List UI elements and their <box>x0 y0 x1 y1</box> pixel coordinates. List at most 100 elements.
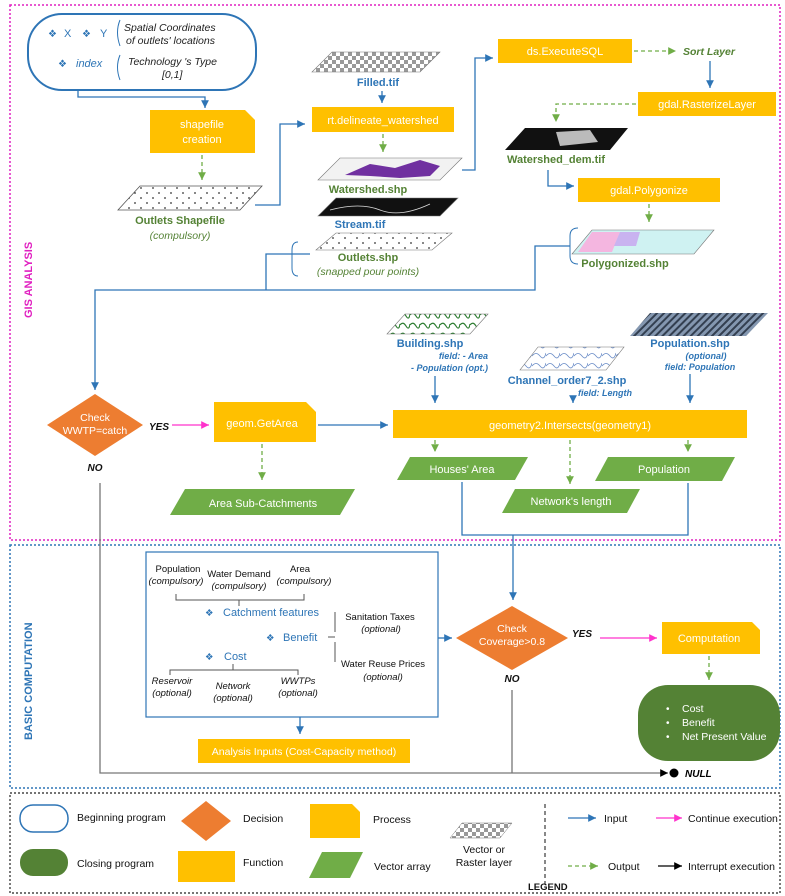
area-sub-catchments-vector <box>170 489 355 515</box>
legend-function-icon <box>178 851 235 882</box>
no-label: NO <box>505 674 520 685</box>
output-benefit: Benefit <box>682 717 715 729</box>
coords-label-1: Spatial Coordinates <box>124 22 216 34</box>
reservoir-input: Reservoir <box>152 676 193 687</box>
tech-type-label-2: [0,1] <box>161 69 184 81</box>
delineate-label: rt.delineate_watershed <box>327 115 438 127</box>
outlets-snapped-layer <box>315 232 453 251</box>
population-field: field: Population <box>665 362 736 372</box>
shapefile-creation-label: shapefile <box>180 119 224 131</box>
basic-computation-section <box>9 544 781 789</box>
optional-note: (optional) <box>213 693 253 704</box>
population-vector <box>595 457 735 481</box>
bullet-icon: ❖ <box>48 29 57 40</box>
legend-closing-label: Closing program <box>77 858 154 870</box>
rasterize-label: gdal.RasterizeLayer <box>658 99 756 111</box>
watershed-shp-label: Watershed.shp <box>329 184 408 196</box>
execute-sql-function <box>498 39 632 63</box>
gis-analysis-section <box>9 4 781 541</box>
compulsory-note: (compulsory) <box>277 576 332 587</box>
channel-layer <box>519 346 625 371</box>
output-cost: Cost <box>682 703 704 715</box>
computation-label: Computation <box>678 633 740 645</box>
shapefile-creation-process <box>150 110 255 153</box>
rasterize-function <box>638 92 776 116</box>
legend-beginning-icon <box>19 804 69 833</box>
legend-interrupt-label: Interrupt execution <box>688 861 775 873</box>
yes-label: YES <box>572 629 592 640</box>
network-input: Network <box>216 681 252 692</box>
optional-note: (optional) <box>278 688 318 699</box>
compulsory-note: (compulsory) <box>149 576 204 587</box>
shapefile-creation-label: creation <box>182 134 221 146</box>
coords-label-2: of outlets' locations <box>126 35 216 47</box>
beginning-program <box>27 13 257 91</box>
houses-area-vector <box>397 457 528 480</box>
basic-inputs-box <box>145 551 439 718</box>
compulsory-note: (compulsory) <box>212 581 267 592</box>
channel-field: field: Length <box>578 388 632 398</box>
water-demand-input: Water Demand <box>207 569 271 580</box>
water-reuse-prices: Water Reuse Prices <box>341 659 425 670</box>
basic-section-label: BASIC COMPUTATION <box>23 622 35 740</box>
legend-vector-label: Vector array <box>374 861 431 873</box>
population-shp-label: Population.shp <box>650 338 730 350</box>
population-input: Population <box>156 564 201 575</box>
legend-vector-icon <box>309 852 363 878</box>
sanitation-taxes: Sanitation Taxes <box>345 612 415 623</box>
optional-note: (optional) <box>152 688 192 699</box>
bullet-dot: • <box>666 718 670 729</box>
legend-beginning-label: Beginning program <box>77 812 166 824</box>
legend-title: LEGEND <box>528 882 568 893</box>
legend-layer-icon <box>449 822 513 839</box>
check-coverage-decision <box>456 606 568 670</box>
intersects-function <box>393 410 747 438</box>
get-area-process <box>214 402 316 442</box>
cost-label: Cost <box>224 651 247 663</box>
check-coverage-label: Check <box>497 623 528 635</box>
population-layer <box>630 313 768 336</box>
legend-frame <box>9 792 781 894</box>
houses-area-label: Houses' Area <box>429 464 495 476</box>
sort-layer-label: Sort Layer <box>683 46 736 58</box>
gis-section-label: GIS ANALYSIS <box>23 242 35 318</box>
building-field-1: field: - Area <box>439 351 488 361</box>
building-field-2: - Population (opt.) <box>411 363 488 373</box>
area-sub-label: Area Sub-Catchments <box>209 498 318 510</box>
output-npv: Net Present Value <box>682 731 767 743</box>
network-length-vector <box>502 489 640 513</box>
analysis-inputs-function <box>198 739 410 763</box>
legend-process-icon <box>310 804 360 838</box>
legend-closing-icon <box>20 849 68 876</box>
legend-function-label: Function <box>243 857 283 869</box>
wwtps-input: WWTPs <box>281 676 316 687</box>
stream-layer <box>317 197 459 217</box>
legend-input-label: Input <box>604 813 627 825</box>
outlets-shapefile-label: Outlets Shapefile <box>135 215 225 227</box>
legend-output-label: Output <box>608 861 640 873</box>
check-coverage-label: Coverage>0.8 <box>479 636 545 648</box>
bullet-icon: ❖ <box>82 29 91 40</box>
null-label: NULL <box>685 769 712 780</box>
stream-tif-label: Stream.tif <box>335 219 386 231</box>
filled-layer <box>311 51 441 73</box>
check-wwtp-label: Check <box>80 412 111 424</box>
computation-process <box>662 622 760 654</box>
legend-process-label: Process <box>373 814 411 826</box>
polygonize-label: gdal.Polygonize <box>610 185 688 197</box>
bullet-icon: ❖ <box>58 59 67 70</box>
outlets-layer <box>117 185 263 211</box>
delineate-watershed-function <box>312 107 454 132</box>
watershed-dem-label: Watershed_dem.tif <box>507 154 605 166</box>
bullet-icon: ❖ <box>205 652 214 663</box>
optional-note: (optional) <box>361 624 401 635</box>
null-terminal <box>669 768 679 778</box>
legend-layer-label: Raster layer <box>456 857 513 869</box>
y-input-label: Y <box>100 28 108 40</box>
bullet-icon: ❖ <box>205 608 214 619</box>
bullet-dot: • <box>666 704 670 715</box>
polygonized-label: Polygonized.shp <box>581 258 669 270</box>
tech-type-label-1: Technology 's Type <box>128 56 217 68</box>
x-input-label: X <box>64 28 72 40</box>
